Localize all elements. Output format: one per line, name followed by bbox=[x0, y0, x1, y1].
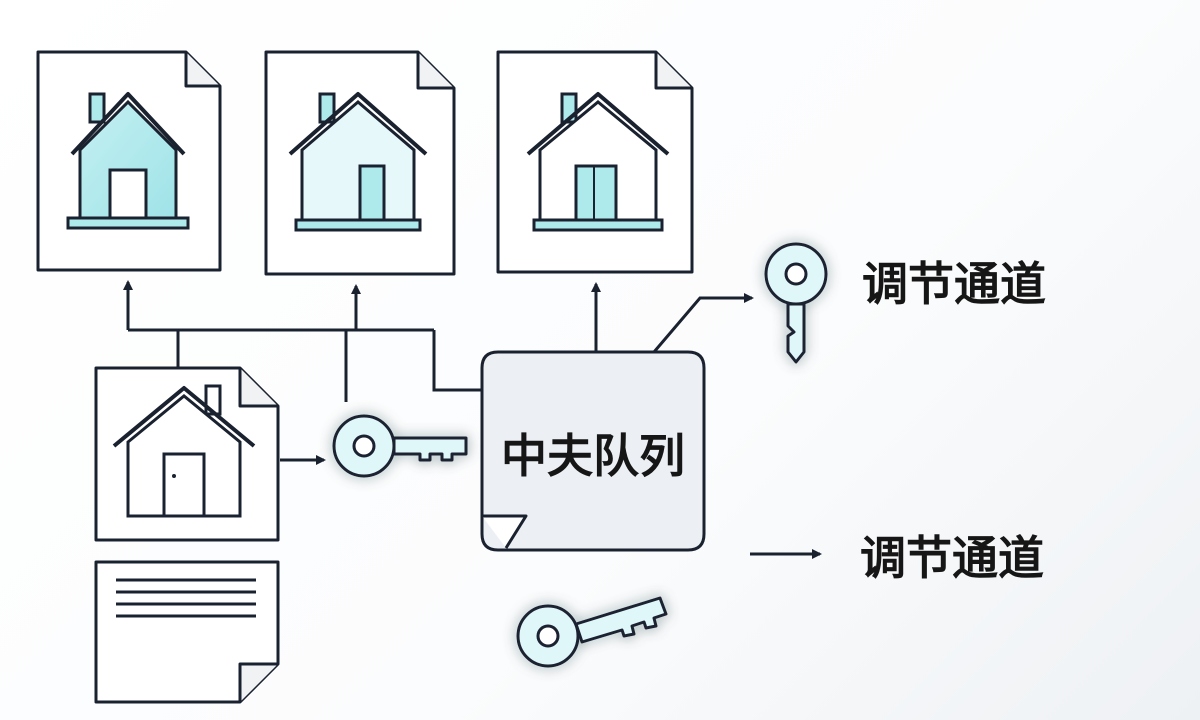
house-document-3 bbox=[496, 50, 694, 274]
queue-box bbox=[480, 350, 706, 552]
text-document bbox=[94, 560, 280, 704]
channel-1-key-icon bbox=[764, 242, 828, 364]
arrow-queue-to-channel-1 bbox=[652, 293, 754, 353]
house-document-source bbox=[94, 366, 280, 542]
house-icon bbox=[66, 92, 190, 230]
house-document-1 bbox=[36, 50, 222, 272]
house-icon bbox=[526, 92, 670, 232]
connector-queue-bus bbox=[432, 330, 482, 392]
channel-label-1: 调节通道 bbox=[862, 257, 1046, 311]
house-icon bbox=[288, 92, 428, 232]
house-icon bbox=[112, 384, 256, 518]
channel-label-2: 调节通道 bbox=[860, 531, 1044, 585]
house-document-2 bbox=[264, 50, 456, 276]
bottom-key-icon bbox=[516, 596, 668, 668]
text-lines-icon bbox=[116, 578, 256, 618]
key-icon bbox=[332, 414, 468, 478]
connector-lines bbox=[123, 280, 754, 465]
queue-label: 中夫队列 bbox=[501, 429, 685, 483]
